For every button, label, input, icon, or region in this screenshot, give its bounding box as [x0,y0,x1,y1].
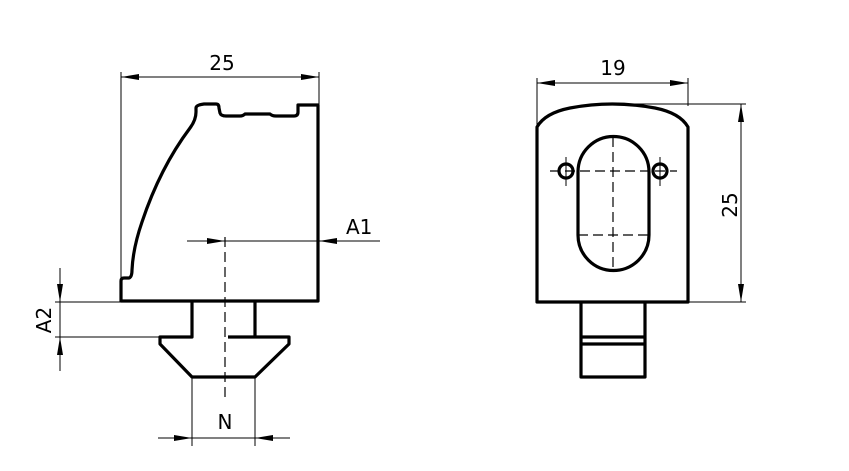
front-view: 19 25 [535,56,746,379]
dim-label-front-height: 25 [718,192,742,217]
dim-label-a1: A1 [346,215,372,239]
side-view: 25 A1 A2 N [32,51,380,446]
slot [576,134,651,273]
dim-label-a2: A2 [32,307,56,333]
dim-label-n: N [218,410,233,434]
front-stem [579,302,647,379]
dim-label-front-width: 19 [600,56,625,80]
dim-label-side-width: 25 [209,51,234,75]
side-body-outline [119,102,320,303]
